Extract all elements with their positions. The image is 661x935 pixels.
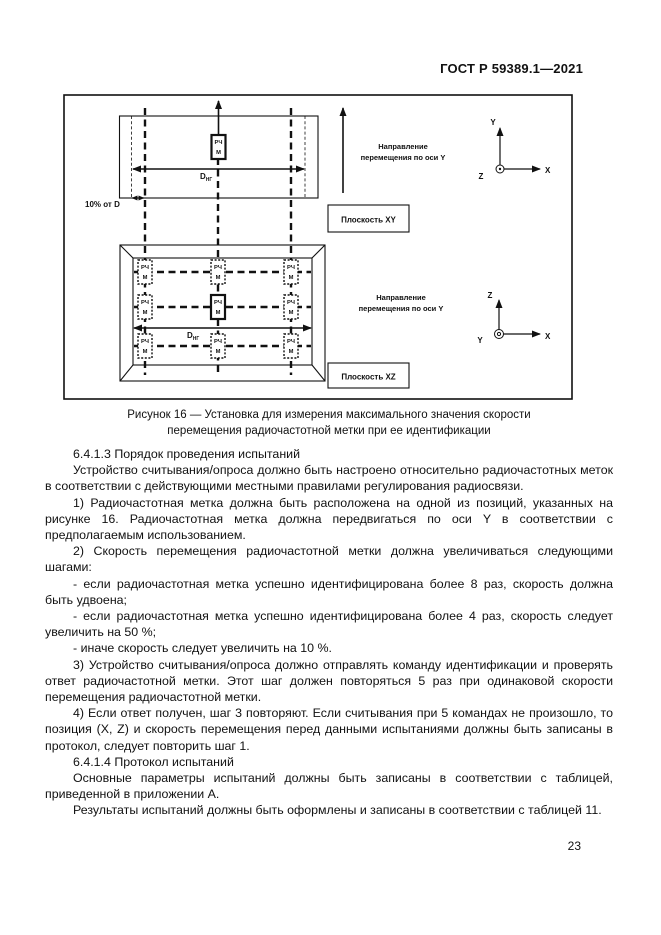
- paragraph: Результаты испытаний должны быть оформле…: [73, 803, 602, 818]
- rfid-tag-position: РЧ М: [210, 333, 226, 359]
- diagram-plane-xy: РЧ М DНГ 10% от D Направление перемещени…: [85, 100, 551, 233]
- direction-label-xz: Направление: [376, 293, 426, 302]
- paragraph: Основные параметры испытаний должны быть…: [45, 771, 613, 802]
- svg-text:РЧ: РЧ: [141, 300, 149, 306]
- figure-16: РЧ М DНГ 10% от D Направление перемещени…: [63, 94, 573, 400]
- paragraph-step-3: 3) Устройство считывания/опроса должно о…: [45, 657, 613, 705]
- svg-text:РЧ: РЧ: [214, 339, 222, 345]
- dng-label-xz: DНГ: [187, 331, 199, 342]
- svg-text:М: М: [216, 275, 221, 281]
- svg-text:М: М: [143, 349, 148, 355]
- axis-y-label: Y: [477, 336, 483, 345]
- svg-text:РЧ: РЧ: [214, 265, 222, 271]
- svg-text:РЧ: РЧ: [287, 300, 295, 306]
- frame-outer: [119, 244, 326, 382]
- ten-percent-label: 10% от D: [85, 200, 120, 209]
- rfid-tag-position: РЧ М: [137, 259, 153, 285]
- svg-text:перемещения по оси Y: перемещения по оси Y: [361, 153, 446, 162]
- svg-text:перемещения по оси Y: перемещения по оси Y: [359, 304, 444, 313]
- svg-text:М: М: [143, 310, 148, 316]
- rfid-tag-position: РЧ М: [137, 294, 153, 320]
- axis-y-label: Y: [490, 118, 496, 127]
- document-header-gost-number: ГОСТ Р 59389.1—2021: [440, 61, 583, 76]
- figure-16-diagram: РЧ М DНГ 10% от D Направление перемещени…: [63, 94, 573, 400]
- axes-xy: Y X Z: [479, 118, 551, 181]
- svg-text:М: М: [143, 275, 148, 281]
- rfid-tag: РЧ М: [210, 133, 227, 161]
- paragraph: Устройство считывания/опроса должно быть…: [45, 463, 613, 494]
- frame-inner: [132, 257, 313, 366]
- paragraph-step-1: 1) Радиочастотная метка должна быть расп…: [45, 495, 613, 543]
- svg-text:Плоскость XZ: Плоскость XZ: [341, 373, 395, 382]
- section-heading-6413: 6.4.1.3 Порядок проведения испытаний: [73, 447, 301, 461]
- figure-caption-line1: Рисунок 16 — Установка для измерения мак…: [127, 409, 531, 421]
- figure-caption: Рисунок 16 — Установка для измерения мак…: [45, 407, 613, 439]
- svg-text:М: М: [289, 275, 294, 281]
- svg-text:М: М: [216, 310, 221, 316]
- plane-xy-box: Плоскость XY: [327, 204, 410, 233]
- svg-text:М: М: [216, 349, 221, 355]
- body-text: 6.4.1.3 Порядок проведения испытаний Уст…: [45, 446, 613, 819]
- svg-text:Плоскость XY: Плоскость XY: [341, 216, 396, 225]
- page-number: 23: [567, 839, 581, 853]
- svg-text:М: М: [216, 150, 221, 156]
- section-heading-6414: 6.4.1.4 Протокол испытаний: [73, 754, 234, 769]
- rfid-tag-position: РЧ М: [283, 294, 299, 320]
- figure-border: [63, 94, 573, 400]
- rfid-tag-position: РЧ М: [137, 333, 153, 359]
- dng-label: DНГ: [200, 172, 212, 183]
- svg-text:РЧ: РЧ: [214, 300, 222, 306]
- paragraph-step-2: 2) Скорость перемещения радиочастотной м…: [45, 544, 613, 575]
- svg-text:РЧ: РЧ: [215, 140, 223, 146]
- svg-text:М: М: [289, 310, 294, 316]
- svg-text:М: М: [289, 349, 294, 355]
- paragraph-step-4: 4) Если ответ получен, шаг 3 повторяют. …: [45, 706, 613, 753]
- figure-caption-line2: перемещения радиочастотной метки при ее …: [167, 425, 491, 437]
- rfid-tag-position: РЧ М: [283, 259, 299, 285]
- axis-x-label: X: [545, 166, 551, 175]
- axis-x-label: X: [545, 332, 551, 341]
- diagram-plane-xz: DНГ РЧ М РЧ М РЧ М РЧ М РЧ М РЧ: [119, 244, 551, 389]
- rfid-tag-position: РЧ М: [210, 259, 226, 285]
- rfid-tag-position: РЧ М: [283, 333, 299, 359]
- rfid-tag-center: РЧ М: [209, 293, 227, 321]
- direction-label-xy: Направление: [378, 142, 428, 151]
- list-item: - если радиочастотная метка успешно иден…: [45, 576, 613, 607]
- svg-text:РЧ: РЧ: [141, 265, 149, 271]
- plane-xz-box: Плоскость XZ: [327, 362, 410, 389]
- list-item: - если радиочастотная метка успешно иден…: [45, 609, 613, 640]
- svg-text:РЧ: РЧ: [287, 265, 295, 271]
- axes-xz: Z X Y: [477, 291, 551, 345]
- list-item: - иначе скорость следует увеличить на 10…: [73, 641, 332, 656]
- axis-z-label: Z: [479, 172, 484, 181]
- svg-text:РЧ: РЧ: [287, 339, 295, 345]
- axis-z-label: Z: [488, 291, 493, 300]
- svg-text:РЧ: РЧ: [141, 339, 149, 345]
